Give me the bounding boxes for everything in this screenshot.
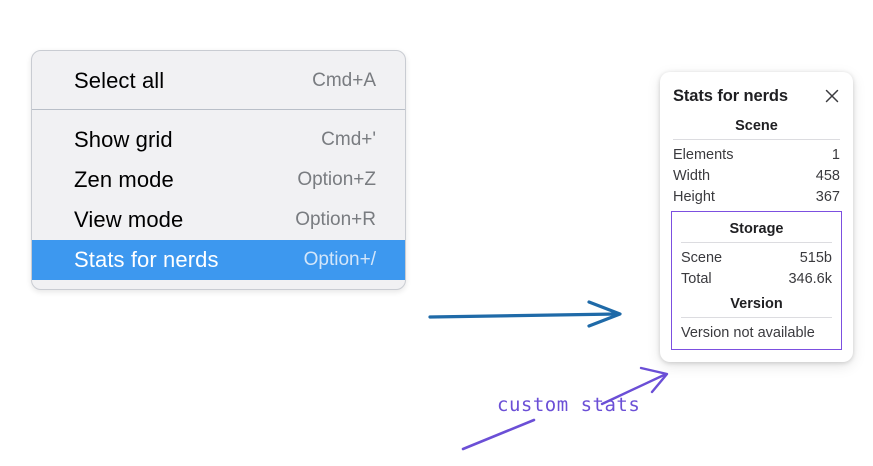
divider bbox=[673, 139, 840, 140]
menu-item-shortcut: Option+Z bbox=[297, 169, 376, 190]
stat-value: 346.6k bbox=[788, 270, 832, 287]
menu-item-zen-mode[interactable]: Zen mode Option+Z bbox=[32, 160, 405, 200]
stats-panel-body: Scene Elements 1 Width 458 Height 367 St… bbox=[660, 109, 853, 350]
stat-key: Total bbox=[681, 270, 712, 287]
menu-divider bbox=[32, 109, 405, 110]
close-icon[interactable] bbox=[823, 87, 841, 105]
menu-item-show-grid[interactable]: Show grid Cmd+' bbox=[32, 120, 405, 160]
menu-item-label: Zen mode bbox=[74, 167, 174, 192]
menu-item-stats-for-nerds[interactable]: Stats for nerds Option+/ bbox=[32, 240, 405, 280]
menu-item-label: Show grid bbox=[74, 127, 173, 152]
stat-value: 515b bbox=[799, 249, 832, 266]
stat-value: 1 bbox=[831, 146, 840, 163]
menu-item-shortcut: Option+/ bbox=[303, 249, 376, 270]
stats-group-version: Version Version not available bbox=[679, 289, 834, 343]
stat-value: 367 bbox=[815, 188, 840, 205]
menu-item-label: View mode bbox=[74, 207, 184, 232]
purple-underline-annotation bbox=[461, 418, 536, 451]
menu-item-select-all[interactable]: Select all Cmd+A bbox=[32, 61, 405, 101]
menu-item-view-mode[interactable]: View mode Option+R bbox=[32, 200, 405, 240]
custom-stats-annotation-label: custom stats bbox=[497, 394, 641, 416]
stats-group-heading: Version bbox=[730, 296, 783, 312]
stats-group-scene: Scene Elements 1 Width 458 Height 367 bbox=[671, 109, 842, 207]
stats-group-storage: Storage Scene 515b Total 346.6k bbox=[679, 214, 834, 289]
purple-arrow-annotation bbox=[600, 366, 669, 406]
menu-section-1: Select all Cmd+A bbox=[32, 51, 405, 109]
menu-item-shortcut: Cmd+' bbox=[321, 129, 376, 150]
stats-for-nerds-panel: Stats for nerds Scene Elements 1 Width 4… bbox=[660, 72, 853, 362]
stat-row: Width 458 bbox=[671, 165, 842, 186]
menu-section-2: Show grid Cmd+' Zen mode Option+Z View m… bbox=[32, 110, 405, 289]
stat-row: Total 346.6k bbox=[679, 268, 834, 289]
stat-key: Elements bbox=[673, 146, 734, 163]
stats-panel-header: Stats for nerds bbox=[660, 83, 853, 109]
custom-stats-highlight-box: Storage Scene 515b Total 346.6k Version … bbox=[671, 211, 842, 350]
stats-group-heading: Scene bbox=[735, 118, 778, 134]
stat-key: Scene bbox=[681, 249, 723, 266]
menu-item-label: Stats for nerds bbox=[74, 247, 219, 272]
stat-value: 458 bbox=[815, 167, 840, 184]
stats-panel-title: Stats for nerds bbox=[673, 86, 788, 105]
context-menu: Select all Cmd+A Show grid Cmd+' Zen mod… bbox=[31, 50, 406, 290]
divider bbox=[681, 317, 832, 318]
version-text: Version not available bbox=[681, 325, 815, 341]
menu-item-shortcut: Option+R bbox=[295, 209, 376, 230]
blue-arrow-annotation bbox=[428, 300, 622, 328]
stat-key: Width bbox=[673, 167, 711, 184]
menu-item-label: Select all bbox=[74, 68, 165, 93]
stat-key: Height bbox=[673, 188, 715, 205]
stats-group-heading: Storage bbox=[729, 221, 784, 237]
divider bbox=[681, 242, 832, 243]
stat-row: Scene 515b bbox=[679, 247, 834, 268]
menu-item-shortcut: Cmd+A bbox=[312, 70, 376, 91]
stat-row: Elements 1 bbox=[671, 144, 842, 165]
stat-row: Height 367 bbox=[671, 186, 842, 207]
